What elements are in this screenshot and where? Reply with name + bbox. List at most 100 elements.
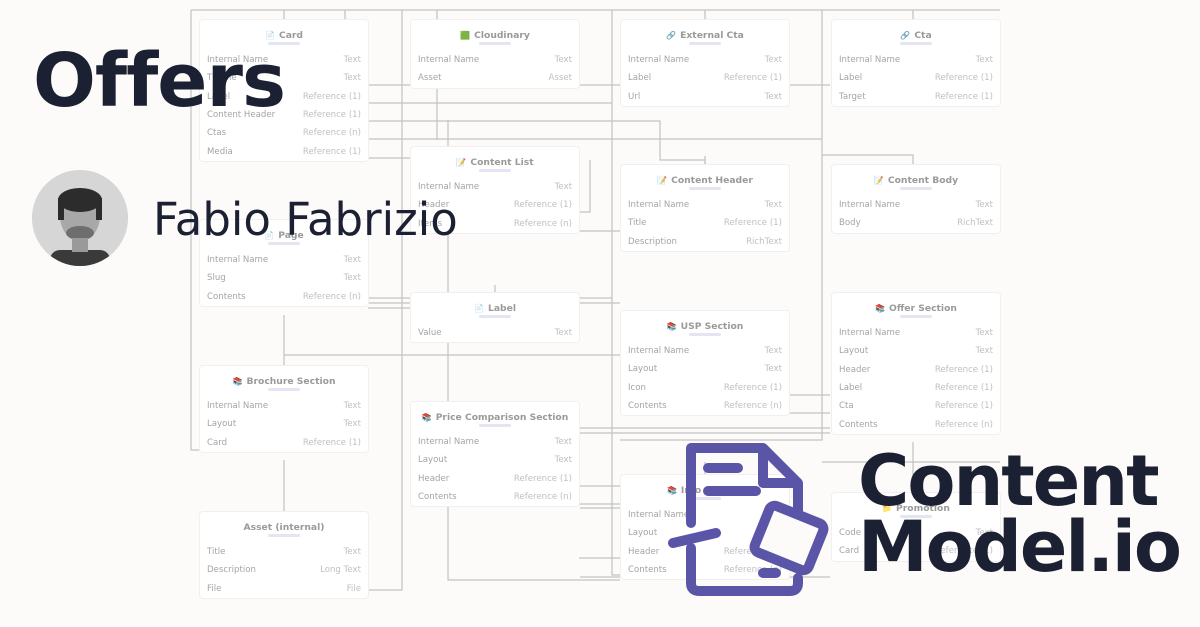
model-name: Promotion xyxy=(896,502,950,514)
field-type: Text xyxy=(343,55,361,66)
field-type: Text xyxy=(343,273,361,284)
author-name: Fabio Fabrizio xyxy=(153,193,458,246)
field-name: Code xyxy=(839,528,862,539)
model-card-divider xyxy=(268,388,300,391)
field-name: Label xyxy=(628,73,652,84)
model-card-title: 📚Offer Section xyxy=(832,293,1000,323)
document-icon xyxy=(668,443,838,598)
field-type: Reference (1) xyxy=(302,91,361,102)
model-card-divider xyxy=(268,42,300,45)
model-card-divider xyxy=(689,333,721,336)
model-icon: 📚 xyxy=(666,485,677,495)
field-type: Text xyxy=(343,255,361,266)
page-title: Offers xyxy=(33,38,286,124)
field-name: Internal Name xyxy=(207,255,269,266)
field-name: Layout xyxy=(418,455,448,466)
field-type: Text xyxy=(554,437,572,448)
field-type: Text xyxy=(554,328,572,339)
avatar xyxy=(32,170,128,266)
model-card-divider xyxy=(268,534,300,537)
model-card-title: 📝Content Header xyxy=(621,165,789,195)
model-icon: 📁 xyxy=(882,503,893,513)
field-name: Title xyxy=(207,547,226,558)
model-icon: 📚 xyxy=(421,412,432,422)
model-name: Card xyxy=(278,29,304,41)
model-name: Label xyxy=(487,302,516,314)
field-name: Ctas xyxy=(207,128,227,139)
field-type: Text xyxy=(554,182,572,193)
field-type: File xyxy=(346,583,361,594)
field-name: Media xyxy=(207,146,233,157)
field-type: Text xyxy=(975,346,993,357)
model-name: Cta xyxy=(914,29,932,41)
model-icon: 📚 xyxy=(666,321,677,331)
model-name: Brochure Section xyxy=(246,375,336,387)
model-icon: 📄 xyxy=(264,30,275,40)
model-name: External Cta xyxy=(680,29,744,41)
model-card-title: 🟩Cloudinary xyxy=(411,20,579,50)
model-icon: 🟩 xyxy=(460,30,471,40)
field-name: Contents xyxy=(628,401,667,412)
brand-line-1: Content xyxy=(858,440,1160,522)
model-card-divider xyxy=(479,42,511,45)
model-icon: 📚 xyxy=(232,376,243,386)
field-type: Reference (n) xyxy=(934,419,993,430)
field-name: Internal Name xyxy=(839,328,901,339)
field-name: Target xyxy=(839,91,866,102)
model-name: USP Section xyxy=(680,320,744,332)
field-type: Text xyxy=(764,91,782,102)
field-type: Reference (n) xyxy=(513,218,572,229)
field-name: Internal Name xyxy=(418,437,480,448)
field-name: Internal Name xyxy=(418,55,480,66)
field-name: Internal Name xyxy=(628,346,690,357)
model-card-title: 📚Brochure Section xyxy=(200,366,368,396)
field-type: Text xyxy=(975,528,993,539)
field-name: Internal Name xyxy=(207,55,269,66)
field-name: Body xyxy=(839,218,861,229)
model-icon: 📚 xyxy=(875,303,886,313)
model-card-divider xyxy=(689,497,721,500)
field-type: Text xyxy=(975,55,993,66)
model-card-divider xyxy=(479,169,511,172)
field-name: Label xyxy=(839,73,863,84)
model-card-title: 📝Content Body xyxy=(832,165,1000,195)
model-card-title: 📚Price Comparison Section xyxy=(411,402,579,432)
field-name: Contents xyxy=(418,492,457,503)
field-type: Reference (1) xyxy=(302,110,361,121)
